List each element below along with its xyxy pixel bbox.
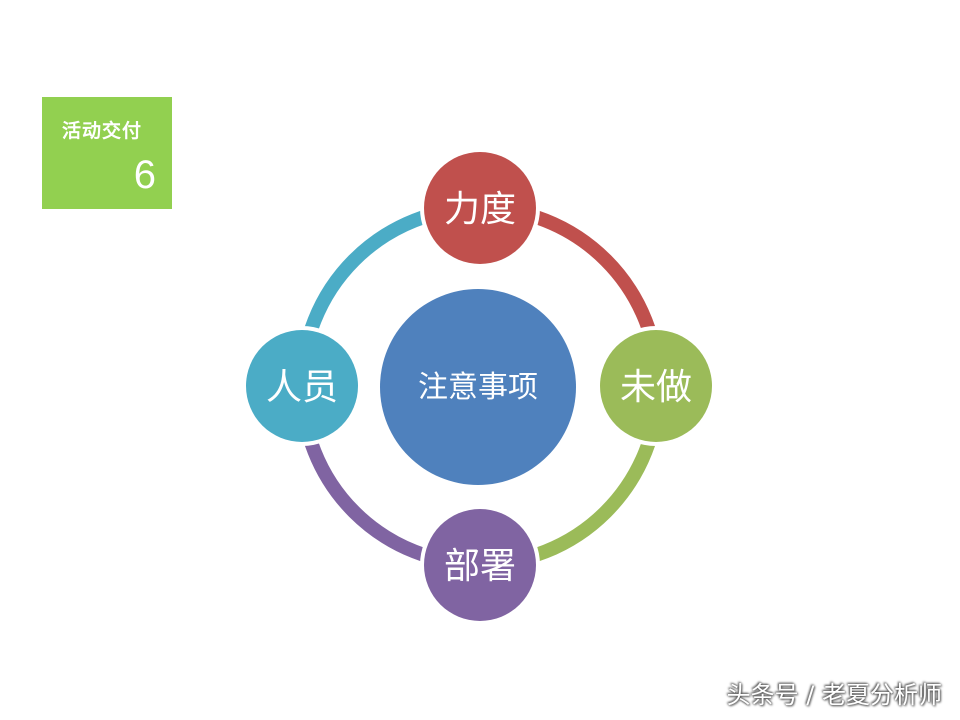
badge-title: 活动交付 (62, 120, 143, 142)
node-left-label: 人员 (266, 367, 338, 408)
watermark-text: 头条号 / 老夏分析师 (726, 681, 942, 709)
node-right-label: 未做 (620, 367, 692, 408)
node-bottom: 部署 (420, 505, 540, 625)
node-top-label: 力度 (444, 189, 516, 230)
center-node-label: 注意事项 (418, 370, 538, 405)
slide-badge: 活动交付 6 (42, 97, 172, 209)
node-bottom-label: 部署 (444, 546, 516, 587)
node-left: 人员 (242, 326, 362, 446)
node-top: 力度 (420, 148, 540, 268)
center-node: 注意事项 (380, 289, 576, 485)
badge-number: 6 (133, 153, 156, 197)
node-right: 未做 (596, 326, 716, 446)
